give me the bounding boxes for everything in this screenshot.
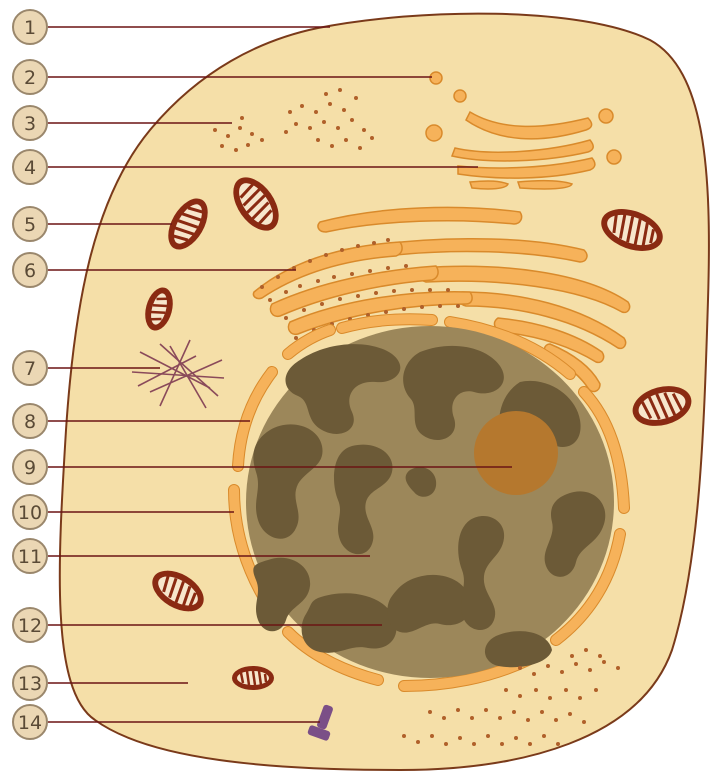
svg-text:2: 2	[24, 67, 36, 89]
svg-text:11: 11	[18, 546, 42, 568]
svg-text:7: 7	[24, 358, 36, 380]
marker-8: 8	[13, 404, 47, 438]
number-markers: 1 2 3 4 5 6 7 8 9 10 11 12 13 14	[13, 10, 47, 739]
svg-text:8: 8	[24, 411, 36, 433]
marker-14: 14	[13, 705, 47, 739]
marker-13: 13	[13, 666, 47, 700]
marker-9: 9	[13, 450, 47, 484]
svg-text:5: 5	[24, 214, 36, 236]
marker-1: 1	[13, 10, 47, 44]
svg-text:6: 6	[24, 260, 36, 282]
nucleolus	[474, 411, 558, 495]
svg-text:10: 10	[18, 502, 42, 524]
marker-4: 4	[13, 150, 47, 184]
marker-3: 3	[13, 106, 47, 140]
svg-text:1: 1	[24, 17, 36, 39]
marker-6: 6	[13, 253, 47, 287]
marker-12: 12	[13, 608, 47, 642]
svg-text:13: 13	[18, 673, 42, 695]
marker-11: 11	[13, 539, 47, 573]
svg-text:14: 14	[18, 712, 42, 734]
marker-2: 2	[13, 60, 47, 94]
marker-5: 5	[13, 207, 47, 241]
svg-text:3: 3	[24, 113, 36, 135]
svg-text:12: 12	[18, 615, 42, 637]
marker-10: 10	[13, 495, 47, 529]
svg-text:9: 9	[24, 457, 36, 479]
svg-text:4: 4	[24, 157, 36, 179]
marker-7: 7	[13, 351, 47, 385]
mitochondrion	[232, 666, 274, 690]
